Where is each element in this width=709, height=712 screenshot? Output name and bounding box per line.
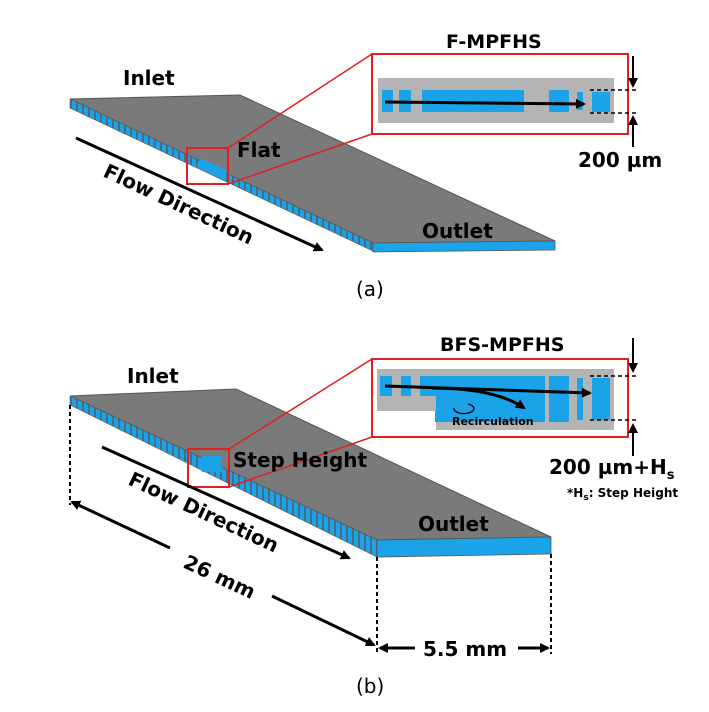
panel-a: Inlet Flat Flow Direction Outlet F-MPFHS…: [69, 31, 662, 301]
caption-a: (a): [356, 277, 384, 301]
label-width: 5.5 mm: [423, 637, 507, 661]
zoom-line-a-bottom: [227, 133, 373, 185]
zoom-box-b: [187, 448, 230, 488]
dimension-label-a: 200 µm: [578, 148, 662, 172]
recirculation-arrow: [431, 386, 526, 410]
label-step-height: Step Height: [233, 448, 368, 472]
flow-arrow-b: [101, 445, 351, 560]
inset-step-b: [420, 396, 436, 411]
inset-channels-a: [382, 90, 610, 112]
inset-channels-b: [380, 376, 610, 422]
flat-region-highlight: [196, 158, 228, 180]
zoom-line-a-top: [227, 53, 373, 149]
step-region-highlight: [202, 456, 222, 472]
inset-title-b: BFS-MPFHS: [440, 334, 564, 356]
label-inlet-a: Inlet: [123, 66, 175, 90]
caption-b: (b): [356, 674, 384, 698]
recirculation-loop-icon: [453, 403, 475, 415]
length-arrow-right: [271, 594, 376, 647]
length-arrow-left: [70, 500, 171, 550]
footnote-step-height: *Hs: Step Height: [567, 486, 678, 503]
dimension-label-b: 200 µm+Hs: [549, 455, 675, 483]
label-outlet-b: Outlet: [418, 512, 489, 536]
label-length: 26 mm: [180, 550, 259, 604]
zoom-box-a: [186, 147, 229, 185]
flow-arrow-a: [75, 136, 324, 252]
inset-title-a: F-MPFHS: [446, 31, 542, 53]
label-recirculation: Recirculation: [452, 415, 534, 428]
inset-flow-arrow-a: [384, 98, 586, 109]
plate-outlet-face-b: [376, 536, 552, 558]
plate-outlet-face-a: [372, 240, 556, 253]
zoom-line-b-top: [228, 358, 373, 450]
inset-flow-arrow-b: [384, 384, 592, 398]
panel-b: Inlet Step Height Flow Direction Outlet …: [69, 334, 678, 698]
label-inlet-b: Inlet: [127, 364, 179, 388]
zoom-line-b-bottom: [228, 436, 373, 488]
label-flat: Flat: [237, 138, 281, 162]
label-outlet-a: Outlet: [422, 219, 493, 243]
